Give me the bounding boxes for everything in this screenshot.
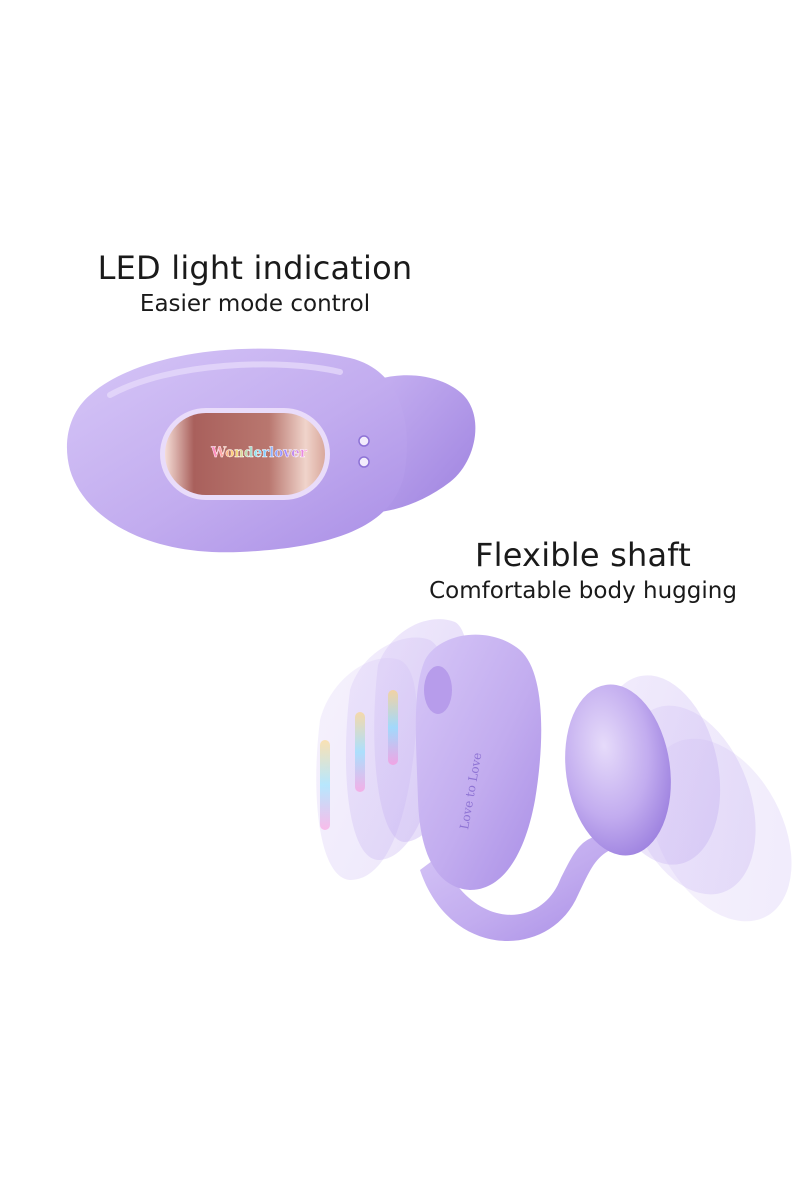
led-feature-title: LED light indication xyxy=(97,249,413,287)
button-icon-upper xyxy=(358,435,370,447)
button-icon-lower xyxy=(358,456,370,468)
top-product-window xyxy=(165,413,325,495)
led-feature-caption: LED light indication Easier mode control xyxy=(55,248,455,319)
top-product: Wonderlover xyxy=(66,348,476,553)
flexible-feature-subtitle: Comfortable body hugging xyxy=(429,578,737,604)
suction-tip xyxy=(424,666,452,714)
flexible-feature-title: Flexible shaft xyxy=(475,536,691,574)
flexible-feature-caption: Flexible shaft Comfortable body hugging xyxy=(400,535,766,606)
main-bulb xyxy=(565,684,671,856)
bottom-product: Love to Love xyxy=(316,619,792,942)
flexible-shaft xyxy=(420,835,610,942)
led-feature-subtitle: Easier mode control xyxy=(139,291,371,317)
brand-label: Wonderlover xyxy=(210,445,308,461)
